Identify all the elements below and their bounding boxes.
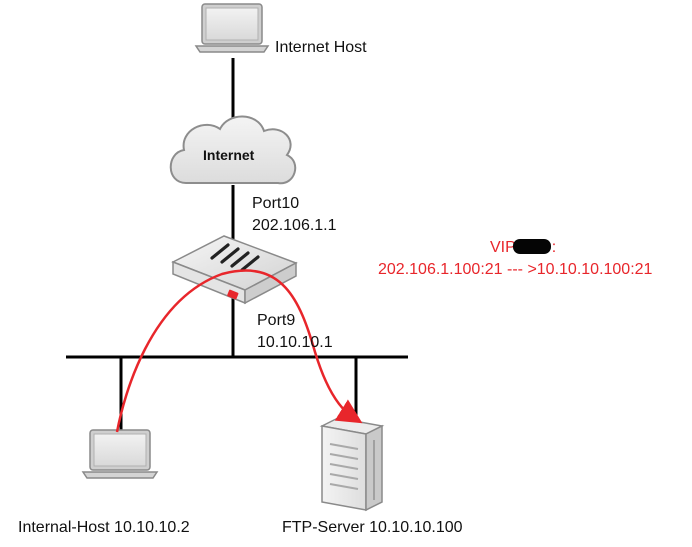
- port9-ip: 10.10.10.1: [257, 334, 333, 351]
- port10-name: Port10: [252, 195, 300, 212]
- vip-title-suffix: :: [551, 239, 557, 256]
- ftp-server-icon: [319, 417, 385, 512]
- internet-cloud-icon: [169, 115, 297, 185]
- internal-host-label: Internal-Host 10.10.10.2: [18, 519, 190, 536]
- connection-lines: [66, 58, 408, 430]
- port9-name: Port9: [257, 312, 296, 329]
- internal-host-laptop-icon: [81, 429, 159, 479]
- vip-traffic-path: [115, 269, 363, 433]
- ftp-server-label: FTP-Server 10.10.10.100: [282, 519, 463, 536]
- vip-title: VIP:: [490, 238, 556, 258]
- vip-mapping: 202.106.1.100:21 --- >10.10.10.100:21: [378, 261, 653, 278]
- port10-ip: 202.106.1.1: [252, 217, 337, 234]
- redaction-mark: [512, 239, 551, 254]
- vip-title-prefix: VIP: [490, 239, 516, 256]
- firewall-icon: [171, 235, 298, 305]
- internet-host-label: Internet Host: [275, 39, 367, 56]
- internet-cloud-label: Internet: [203, 147, 255, 163]
- internet-host-laptop-icon: [194, 3, 270, 53]
